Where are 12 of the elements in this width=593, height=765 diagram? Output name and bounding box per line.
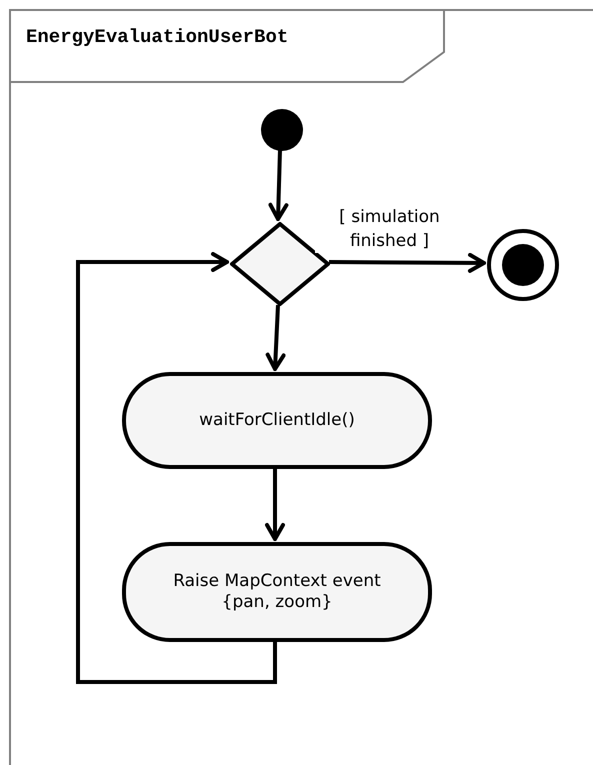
action-text: waitForClientIdle()	[199, 410, 355, 432]
arrow	[76, 252, 277, 684]
arrow	[268, 150, 288, 221]
initial-node	[261, 109, 303, 151]
arrow	[328, 252, 486, 273]
final-node	[487, 229, 559, 301]
arrow	[265, 468, 285, 541]
frame	[9, 9, 593, 765]
arrow	[266, 304, 286, 371]
decision-diamond	[230, 222, 330, 306]
frame-title: EnergyEvaluationUserBot	[26, 25, 288, 50]
action-text: Raise MapContext event {pan, zoom}	[172, 570, 382, 614]
